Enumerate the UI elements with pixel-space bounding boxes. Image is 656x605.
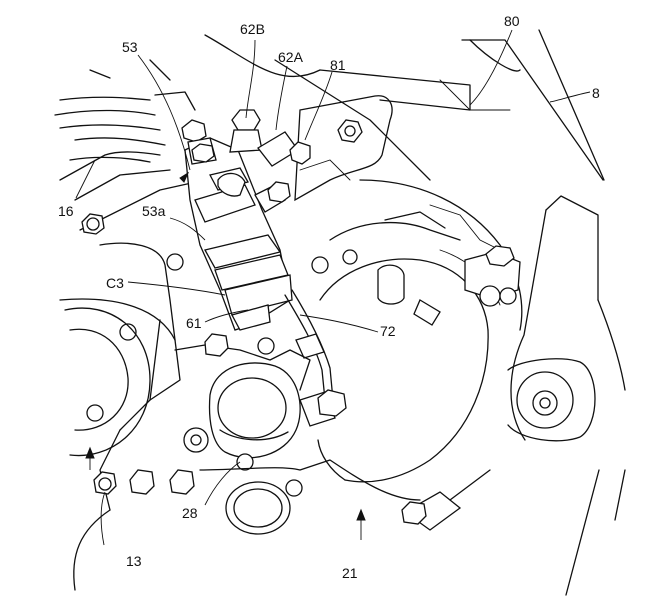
label-c3: C3 bbox=[106, 275, 124, 291]
cylinder-fins bbox=[54, 59, 196, 201]
label-28: 28 bbox=[182, 505, 198, 521]
lower-cover bbox=[199, 459, 491, 535]
direction-arrows bbox=[85, 171, 366, 540]
hose-72 bbox=[284, 249, 358, 401]
valve-53 bbox=[181, 109, 311, 331]
label-53a: 53a bbox=[142, 203, 166, 219]
label-62a: 62A bbox=[278, 49, 304, 65]
label-21: 21 bbox=[342, 565, 358, 581]
engine-case bbox=[299, 159, 523, 483]
crank-cover bbox=[64, 307, 151, 457]
label-53: 53 bbox=[122, 39, 138, 55]
leader-lines bbox=[75, 29, 591, 546]
label-62b: 62B bbox=[240, 21, 265, 37]
label-16: 16 bbox=[58, 203, 74, 219]
reference-labels: 53 62B 62A 81 80 8 16 53a C3 61 72 28 13… bbox=[58, 13, 600, 581]
left-bracket bbox=[59, 179, 206, 591]
label-81: 81 bbox=[330, 57, 346, 73]
round-boss bbox=[507, 358, 596, 442]
frame-lines bbox=[439, 29, 626, 596]
label-8: 8 bbox=[592, 85, 600, 101]
pump-28 bbox=[129, 333, 347, 497]
bolt-13 bbox=[93, 471, 117, 495]
label-80: 80 bbox=[504, 13, 520, 29]
label-13: 13 bbox=[126, 553, 142, 569]
bracket-80 bbox=[204, 34, 471, 202]
label-72: 72 bbox=[380, 323, 396, 339]
label-61: 61 bbox=[186, 315, 202, 331]
